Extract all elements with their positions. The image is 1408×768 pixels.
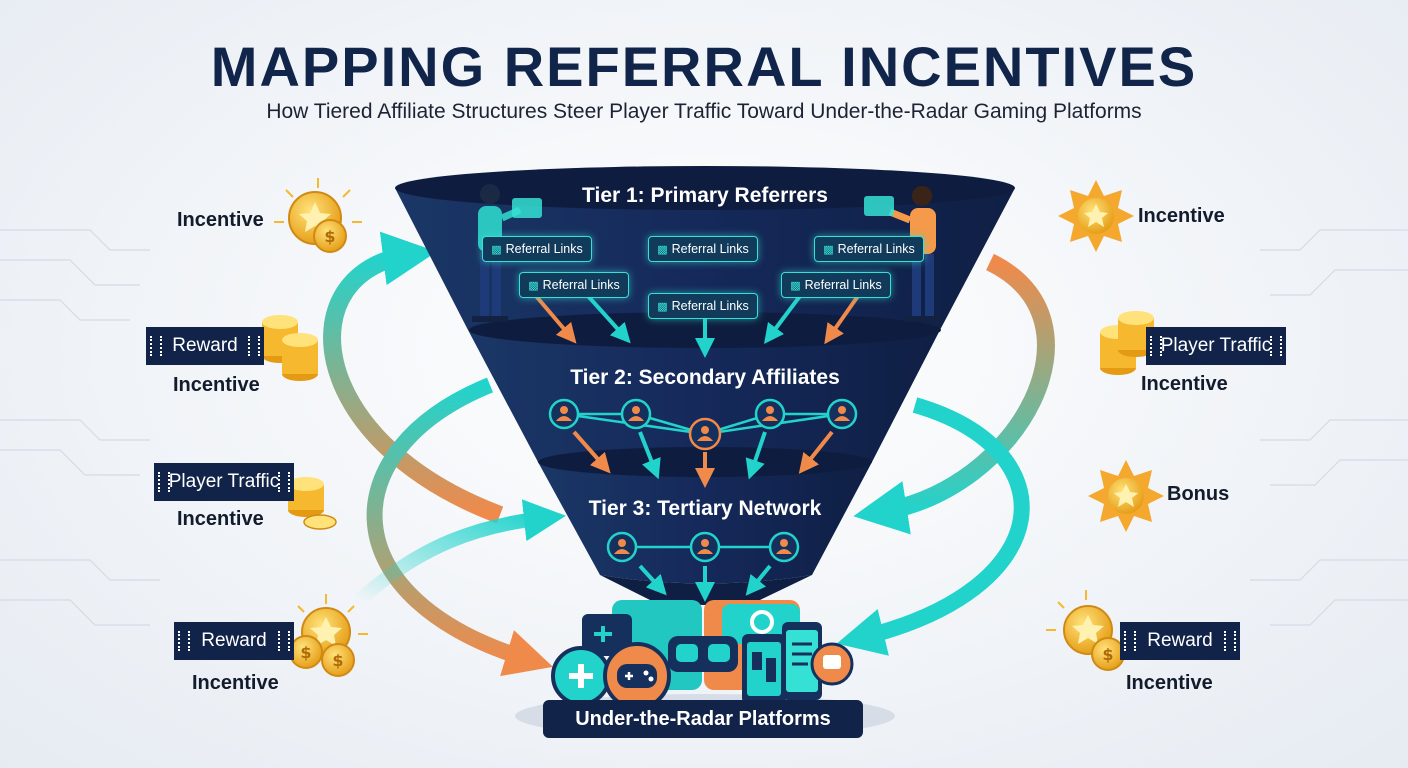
coin-star-icon-bottom-left: $ $ [289,594,368,677]
bonus-label-right: Bonus [1167,483,1230,505]
tier-2-arrows [572,430,834,488]
tier-2-title: Tier 2: Secondary Affiliates [570,366,840,389]
affiliate-node [754,398,786,430]
link-icon: ▩ [823,243,834,256]
reward-banner-left: Reward [146,327,264,365]
incentive-label-left-1: Incentive [177,209,264,231]
coin-star-icon-bottom-right: $ [1046,590,1125,671]
incentive-label-left-2: Incentive [173,374,260,396]
affiliate-node [548,398,580,430]
affiliate-node [826,398,858,430]
link-icon: ▩ [657,243,668,256]
starburst-icon-right-bonus [1088,460,1164,532]
incentive-label-right-2: Incentive [1141,373,1228,395]
svg-text:$: $ [300,643,311,662]
svg-text:$: $ [332,651,343,670]
tier-3-title: Tier 3: Tertiary Network [588,497,822,520]
referral-link-chip: ▩Referral Links [781,272,891,298]
destination-label: Under-the-Radar Platforms [543,700,863,738]
cycle-arrow-left-inner [366,377,553,677]
coin-stack-icon-left-1 [262,315,318,381]
tier-1-title: Tier 1: Primary Referrers [582,184,828,207]
link-icon: ▩ [528,279,539,292]
svg-text:$: $ [1102,645,1113,664]
incentive-label-left-3: Incentive [177,508,264,530]
svg-text:$: $ [324,227,335,246]
incentive-label-right-3: Incentive [1126,672,1213,694]
referral-link-chip: ▩Referral Links [519,272,629,298]
cycle-arrow-right-outer [853,253,1055,535]
reward-banner-left-2: Reward [174,622,294,660]
incentive-label-left-4: Incentive [192,672,279,694]
link-icon: ▩ [491,243,502,256]
incoming-arrow-left [355,499,566,606]
referral-link-chip: ▩Referral Links [814,236,924,262]
network-node [689,531,721,563]
link-icon: ▩ [657,300,668,313]
player-traffic-banner-right: Player Traffic [1146,327,1286,365]
network-node [768,531,800,563]
tier-3-funnel [538,462,872,584]
coin-stack-icon-left-2 [288,477,337,530]
affiliate-node [620,398,652,430]
tier-3-arrows [638,564,772,602]
tier-1-arrows [534,294,860,358]
tier-3-nodes [606,531,800,563]
network-node [606,531,638,563]
tier-2-funnel [468,330,940,472]
affiliate-node [688,417,722,451]
coin-stack-icon-right [1100,311,1154,375]
page-subtitle: How Tiered Affiliate Structures Steer Pl… [266,100,1142,123]
circuit-background [0,229,1408,626]
referral-link-chip: ▩Referral Links [648,236,758,262]
cycle-arrow-left-outer [323,231,504,524]
tier-2-nodes [548,398,858,451]
referral-link-chip: ▩Referral Links [482,236,592,262]
page-title: MAPPING REFERRAL INCENTIVES [210,35,1198,98]
incentive-label-right-1: Incentive [1138,205,1225,227]
reward-banner-right: Reward [1120,622,1240,660]
starburst-icon-top-right [1058,180,1134,252]
referral-link-chip: ▩Referral Links [648,293,758,319]
cycle-arrow-right-inner [836,397,1030,656]
link-icon: ▩ [790,279,801,292]
coin-star-icon-top-left: $ [274,178,362,253]
player-traffic-banner-left: Player Traffic [154,463,294,501]
